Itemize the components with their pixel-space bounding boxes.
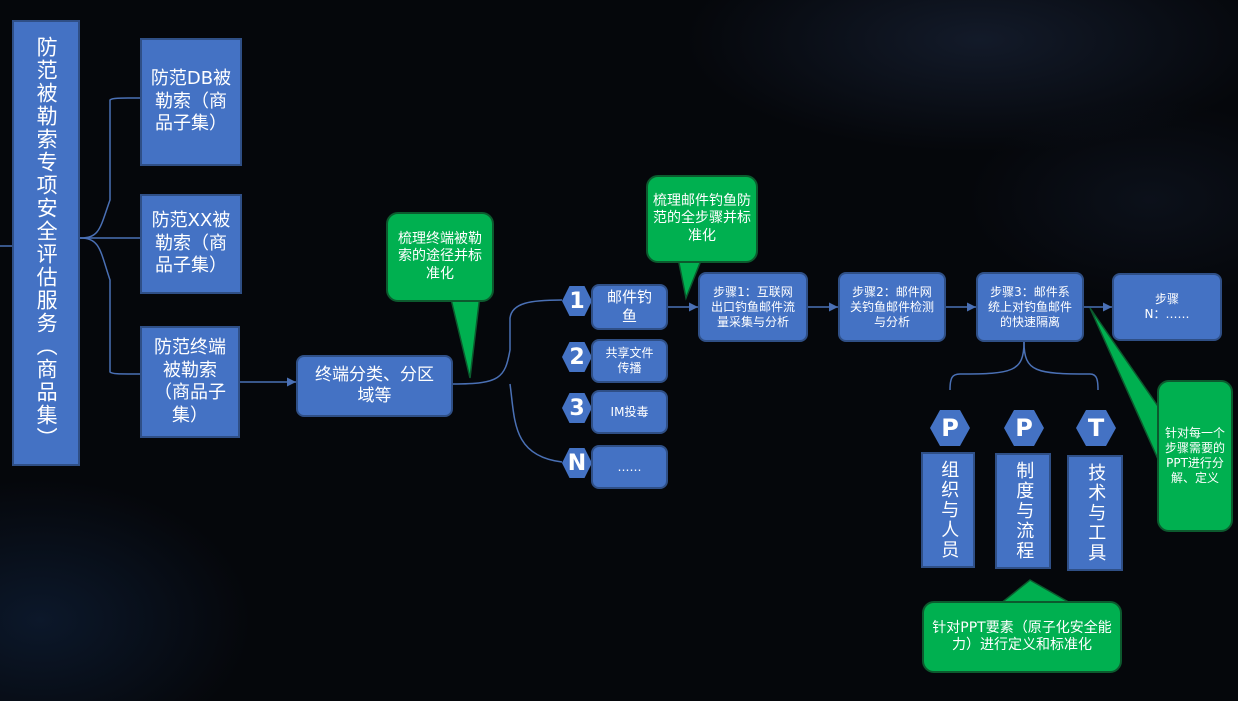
paths-bracket <box>452 299 563 385</box>
callout-phishing-steps-label: 梳理邮件钓鱼防范的全步骤并标准化 <box>653 192 751 244</box>
ppt-people-label: 组织与人员 <box>938 460 960 560</box>
ppt-people-box: 组织与人员 <box>921 452 975 568</box>
step-3-box: 步骤3：邮件系统上对钓鱼邮件的快速隔离 <box>976 272 1084 342</box>
category-terminal-box: 防范终端被勒索（商品子集） <box>140 326 240 438</box>
path-3-badge: 3 <box>562 393 592 423</box>
callout-phishing-steps: 梳理邮件钓鱼防范的全步骤并标准化 <box>646 175 758 263</box>
path-1-number: 1 <box>569 288 585 314</box>
path-2-badge: 2 <box>562 342 592 372</box>
path-1-badge: 1 <box>562 286 592 316</box>
step-1-label: 步骤1：互联网出口钓鱼邮件流量采集与分析 <box>710 284 795 329</box>
ppt-people-badge: P <box>930 410 970 446</box>
ppt-people-letter: P <box>941 414 959 442</box>
callout-ppt-elements: 针对PPT要素（原子化安全能力）进行定义和标准化 <box>922 601 1122 673</box>
ppt-technology-badge: T <box>1076 410 1116 446</box>
path-n-number: N <box>567 450 587 476</box>
terminal-classify-box: 终端分类、分区域等 <box>296 355 453 417</box>
path-2-label: 共享文件传播 <box>605 346 654 375</box>
category-terminal-label: 防范终端被勒索（商品子集） <box>154 337 226 426</box>
path-1-label: 邮件钓鱼 <box>606 288 652 325</box>
category-db-box: 防范DB被勒索（商品子集） <box>140 38 242 166</box>
ppt-technology-label: 技术与工具 <box>1085 463 1107 563</box>
root-bracket <box>79 97 141 239</box>
callout-each-step-label: 针对每一个步骤需要的PPT进行分解、定义 <box>1164 426 1225 485</box>
path-2-number: 2 <box>569 344 585 370</box>
category-xx-label: 防范XX被勒索（商品子集） <box>151 210 231 277</box>
path-1-box: 邮件钓鱼 <box>591 284 668 330</box>
ppt-bracket <box>949 341 1025 391</box>
step-3-label: 步骤3：邮件系统上对钓鱼邮件的快速隔离 <box>988 284 1073 329</box>
callout-path-label: 梳理终端被勒索的途径并标准化 <box>398 230 482 282</box>
path-2-box: 共享文件传播 <box>591 339 668 383</box>
ppt-technology-letter: T <box>1087 414 1105 442</box>
callout-path: 梳理终端被勒索的途径并标准化 <box>386 212 494 302</box>
ppt-process-box: 制度与流程 <box>995 453 1051 569</box>
path-3-label: IM投毒 <box>610 404 649 419</box>
callout-each-step: 针对每一个步骤需要的PPT进行分解、定义 <box>1157 380 1233 532</box>
ppt-process-letter: P <box>1015 414 1033 442</box>
root-service-label: 防范被勒索专项安全评估服务（商品集） <box>34 36 59 450</box>
step-2-box: 步骤2：邮件网关钓鱼邮件检测与分析 <box>838 272 946 342</box>
ppt-process-badge: P <box>1004 410 1044 446</box>
step-1-box: 步骤1：互联网出口钓鱼邮件流量采集与分析 <box>698 272 808 342</box>
category-xx-box: 防范XX被勒索（商品子集） <box>140 194 242 294</box>
category-db-label: 防范DB被勒索（商品子集） <box>150 68 232 135</box>
path-3-number: 3 <box>569 395 585 421</box>
root-service-box: 防范被勒索专项安全评估服务（商品集） <box>12 20 80 466</box>
terminal-classify-label: 终端分类、分区域等 <box>315 364 434 406</box>
callout-ppt-elements-label: 针对PPT要素（原子化安全能力）进行定义和标准化 <box>932 619 1112 654</box>
step-2-label: 步骤2：邮件网关钓鱼邮件检测与分析 <box>850 284 935 329</box>
path-n-label: …… <box>617 459 642 474</box>
path-n-badge: N <box>562 448 592 478</box>
ppt-process-label: 制度与流程 <box>1013 461 1035 561</box>
step-n-box: 步骤N：…… <box>1112 273 1222 341</box>
step-n-label: 步骤N：…… <box>1144 292 1190 321</box>
ppt-technology-box: 技术与工具 <box>1067 455 1123 571</box>
callout-tail-path <box>449 294 481 379</box>
path-n-box: …… <box>591 445 668 489</box>
path-3-box: IM投毒 <box>591 390 668 434</box>
